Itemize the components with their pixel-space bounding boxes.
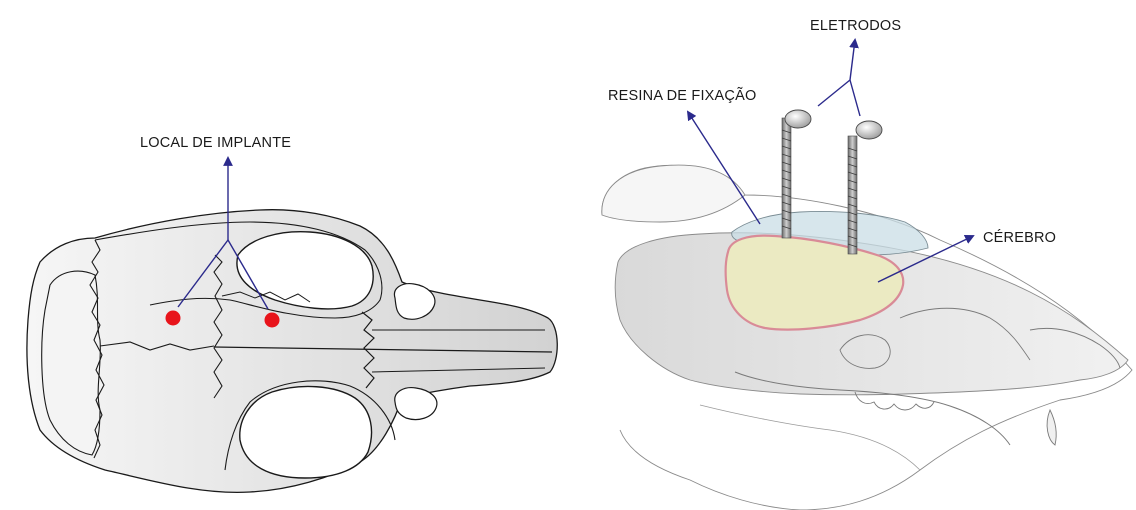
upper-foramen bbox=[394, 284, 434, 320]
lower-orbit bbox=[240, 386, 372, 478]
implant-site-left bbox=[166, 311, 181, 326]
ear bbox=[602, 165, 745, 222]
implant-site-label: LOCAL DE IMPLANTE bbox=[140, 135, 291, 151]
implant-site-right bbox=[265, 313, 280, 328]
electrodes-label: ELETRODOS bbox=[810, 18, 901, 34]
skull-dorsal-view: LOCAL DE IMPLANTE bbox=[27, 135, 557, 492]
brain-label: CÉREBRO bbox=[983, 229, 1056, 246]
fixation-resin-label: RESINA DE FIXAÇÃO bbox=[608, 87, 756, 104]
head-lateral-view: ELETRODOS RESINA DE FIXAÇÃO CÉREBRO bbox=[602, 18, 1132, 510]
incisor bbox=[1047, 410, 1056, 445]
lower-jaw-outline bbox=[700, 405, 920, 470]
electrodes-arrow bbox=[818, 40, 860, 116]
